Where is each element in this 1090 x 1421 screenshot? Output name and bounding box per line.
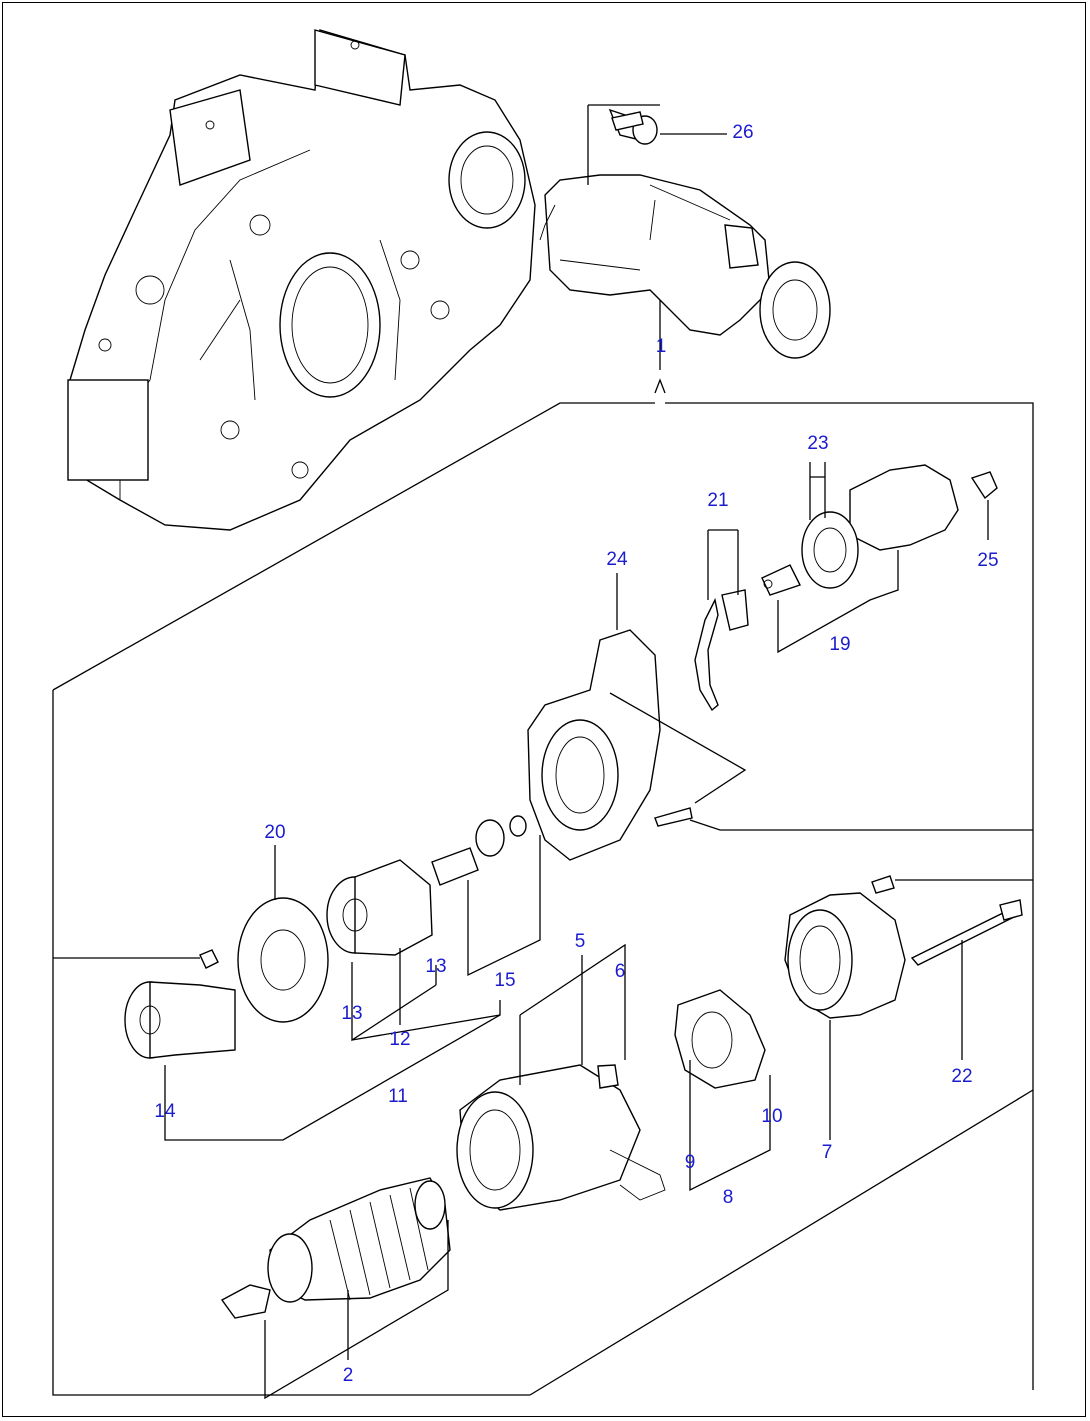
shift-lever [694,589,749,712]
callout-labels: 1 26 23 21 25 24 19 20 13 15 5 6 13 12 1… [154,122,998,1386]
callout-23: 23 [807,433,828,454]
callout-8: 8 [723,1187,734,1208]
leader-lines [52,104,1034,1400]
callout-20: 20 [264,822,285,843]
callout-24: 24 [606,549,628,570]
rear-cover [784,892,906,1019]
callout-2: 2 [343,1365,354,1386]
callout-14: 14 [154,1101,176,1122]
starter-motor-assembly [539,108,831,359]
callout-11: 11 [388,1086,408,1107]
callout-22: 22 [951,1066,972,1087]
callout-15: 15 [494,970,515,991]
callout-21: 21 [707,490,728,511]
front-housing [527,629,693,861]
yoke-assembly [456,1064,666,1211]
pinion-clutch-parts [124,815,527,1059]
callout-10: 10 [761,1106,782,1127]
callout-13-left: 13 [341,1003,362,1024]
brush-holder [674,989,766,1089]
callout-12: 12 [389,1029,410,1050]
callout-13-right: 13 [425,956,446,977]
callout-1: 1 [656,336,667,357]
callout-7: 7 [822,1142,833,1163]
solenoid-switch [761,464,998,596]
callout-26: 26 [732,122,753,143]
flywheel-housing [67,29,536,531]
callout-5: 5 [575,931,586,952]
through-bolts [611,111,1023,966]
callout-9: 9 [685,1152,696,1173]
callout-25: 25 [977,550,998,571]
callout-19: 19 [829,634,850,655]
armature [220,1177,451,1319]
callout-6: 6 [615,961,626,982]
